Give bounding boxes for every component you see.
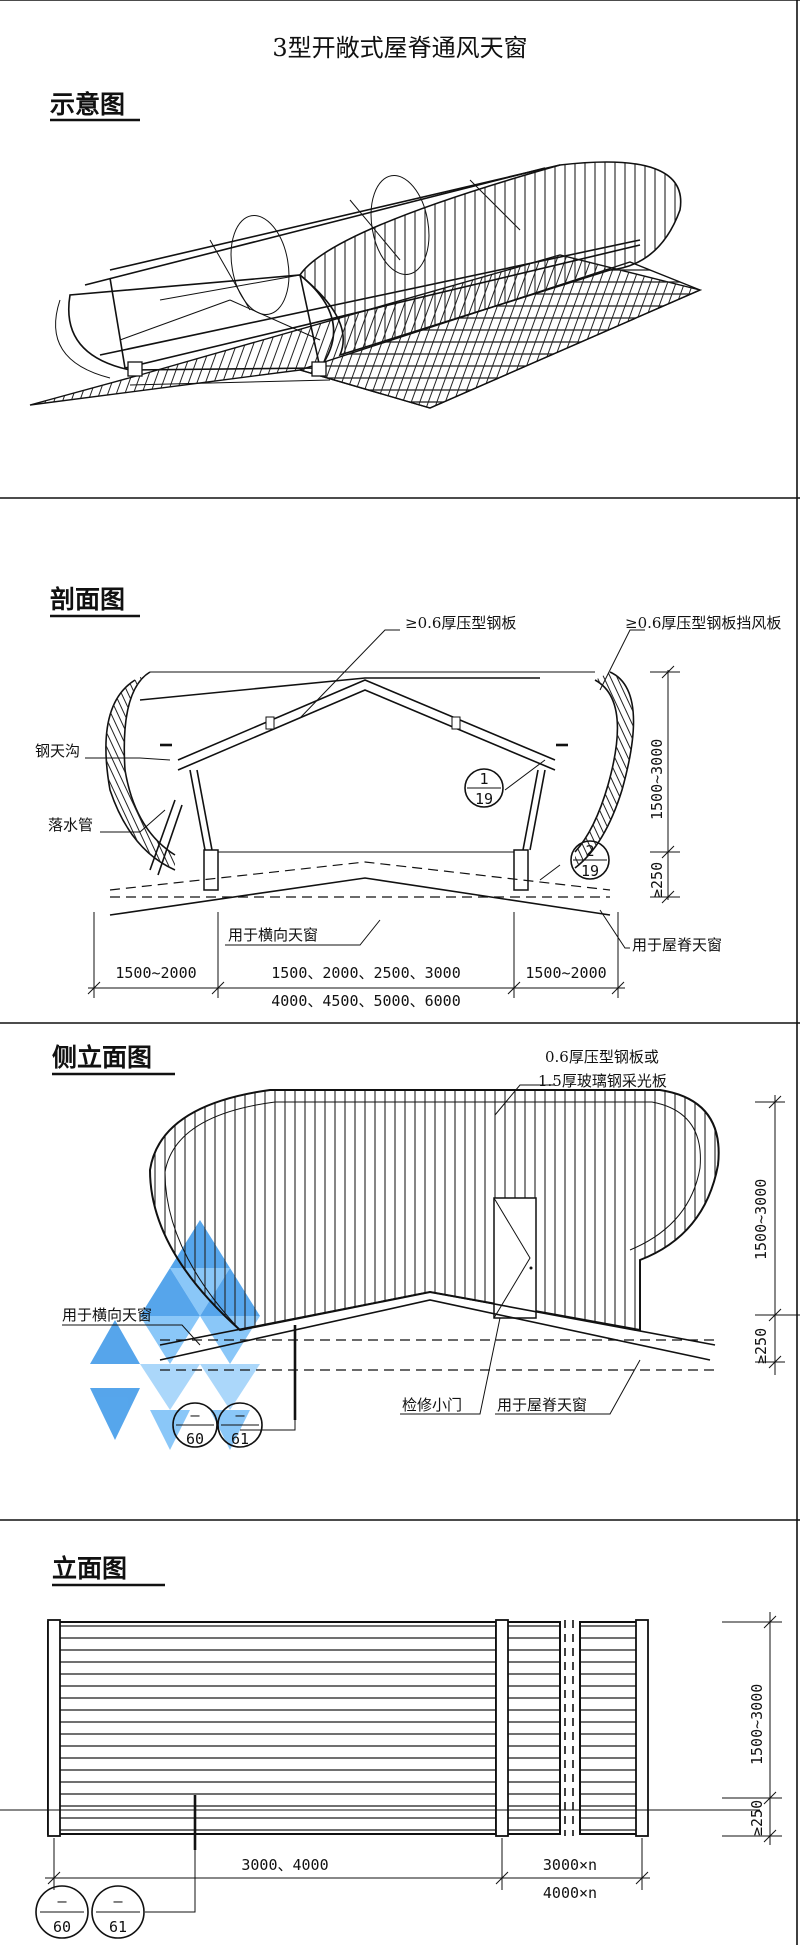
svg-text:—: — bbox=[113, 1892, 123, 1910]
svg-text:61: 61 bbox=[231, 1430, 249, 1448]
section-right-hood bbox=[574, 671, 635, 869]
elevation-vertical-dims bbox=[722, 1612, 782, 1845]
maintenance-door bbox=[493, 1197, 537, 1319]
cross-section-heading: 剖面图 bbox=[50, 585, 125, 614]
svg-text:—: — bbox=[235, 1406, 245, 1424]
side-material-line1: 0.6厚压型钢板或 bbox=[545, 1048, 659, 1066]
elevation-repeat-row2: 4000×n bbox=[543, 1884, 597, 1902]
schematic-panel: 示意图 bbox=[29, 90, 703, 409]
side-base-dim: ≥250 bbox=[752, 1328, 770, 1364]
section-detail-1-19: 1 19 bbox=[464, 768, 504, 808]
svg-text:—: — bbox=[190, 1406, 200, 1424]
side-material-line2: 1.5厚玻璃钢采光板 bbox=[538, 1072, 667, 1090]
section-transverse-callout: 用于横向天窗 bbox=[228, 926, 318, 944]
section-left-width: 1500~2000 bbox=[115, 964, 196, 982]
svg-text:61: 61 bbox=[109, 1918, 127, 1936]
section-gutter-callout: 钢天沟 bbox=[35, 742, 80, 760]
section-span-row1: 1500、2000、2500、3000 bbox=[271, 964, 461, 982]
section-columns bbox=[160, 743, 568, 891]
section-roof-line bbox=[109, 861, 611, 916]
section-wind-panel-callout: ≥0.6厚压型钢板挡风板 bbox=[625, 614, 781, 632]
side-door-callout: 检修小门 bbox=[402, 1396, 462, 1414]
svg-text:19: 19 bbox=[475, 790, 493, 808]
section-left-hood bbox=[105, 671, 176, 871]
svg-text:19: 19 bbox=[581, 862, 599, 880]
cross-section-panel: 剖面图 bbox=[35, 585, 781, 1010]
section-base-dim: ≥250 bbox=[648, 862, 666, 898]
elevation-module-dim: 3000、4000 bbox=[241, 1856, 328, 1874]
elevation-detail-61: — 61 bbox=[91, 1885, 145, 1939]
side-elevation-roof-lines bbox=[159, 1291, 720, 1420]
ventilator-body bbox=[55, 161, 682, 386]
section-roof-panel bbox=[139, 671, 595, 771]
side-transverse-callout: 用于横向天窗 bbox=[62, 1306, 152, 1324]
section-detail-2-19: 2 19 bbox=[570, 840, 610, 880]
side-vertical-dims bbox=[755, 1095, 800, 1375]
svg-text:—: — bbox=[57, 1892, 67, 1910]
section-leaders bbox=[85, 629, 645, 949]
section-downpipe-callout: 落水管 bbox=[48, 816, 93, 834]
section-span-row2: 4000、4500、5000、6000 bbox=[271, 992, 461, 1010]
svg-text:60: 60 bbox=[53, 1918, 71, 1936]
side-detail-60: — 60 bbox=[172, 1402, 218, 1448]
elevation-heading: 立面图 bbox=[52, 1554, 127, 1583]
elevation-repeat-row1: 3000×n bbox=[543, 1856, 597, 1874]
side-elevation-body bbox=[148, 1089, 720, 1332]
side-elevation-panel: 侧立面图 bbox=[52, 1043, 800, 1450]
elevation-height-dim: 1500~3000 bbox=[748, 1684, 766, 1765]
section-height-dim: 1500~3000 bbox=[648, 739, 666, 820]
section-gutter bbox=[149, 799, 183, 876]
elevation-horizontal-dims bbox=[45, 1838, 650, 1890]
section-ridge-callout: 用于屋脊天窗 bbox=[632, 936, 722, 954]
side-height-dim: 1500~3000 bbox=[752, 1179, 770, 1260]
side-detail-61: — 61 bbox=[217, 1402, 263, 1448]
sheet-title: 3型开敞式屋脊通风天窗 bbox=[272, 34, 527, 62]
elevation-detail-60: — 60 bbox=[35, 1885, 89, 1939]
section-right-width: 1500~2000 bbox=[525, 964, 606, 982]
elevation-body bbox=[0, 1618, 760, 1850]
svg-text:2: 2 bbox=[585, 842, 594, 860]
svg-text:1: 1 bbox=[479, 770, 488, 788]
section-panel-callout: ≥0.6厚压型钢板 bbox=[405, 614, 516, 632]
svg-text:60: 60 bbox=[186, 1430, 204, 1448]
section-vertical-dims bbox=[650, 665, 680, 904]
elevation-panel: 立面图 3000、4000 3000×n 4000 bbox=[0, 1554, 782, 1939]
elevation-base-dim: ≥250 bbox=[748, 1800, 766, 1836]
side-ridge-callout: 用于屋脊天窗 bbox=[497, 1396, 587, 1414]
schematic-heading: 示意图 bbox=[50, 90, 125, 119]
section-horizontal-dims bbox=[87, 912, 625, 998]
side-elevation-heading: 侧立面图 bbox=[52, 1043, 152, 1072]
